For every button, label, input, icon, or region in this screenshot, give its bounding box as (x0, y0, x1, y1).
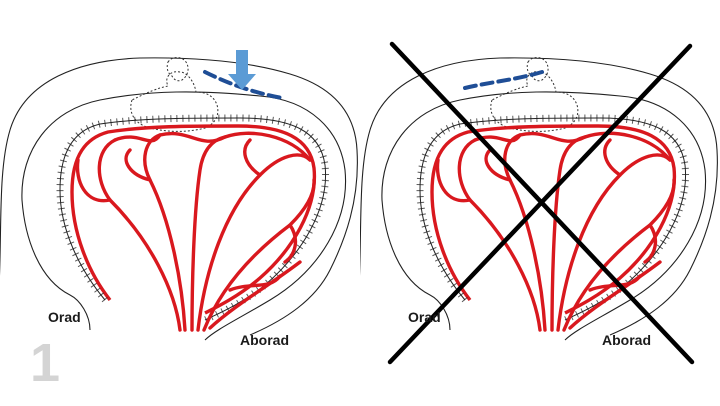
intestine-diagram-correct (0, 50, 360, 406)
figure-number: 1 (30, 333, 61, 393)
resection-line-incorrect (463, 70, 544, 90)
cross-out-icon (387, 41, 695, 365)
aborad-label: Aborad (602, 332, 651, 348)
orad-label: Orad (408, 309, 441, 325)
panel-correct: Orad Aborad 1 (0, 50, 360, 406)
down-arrow-icon (228, 50, 256, 90)
intestine-diagram-incorrect (360, 41, 720, 365)
panel-incorrect: Orad Aborad (360, 0, 720, 406)
aborad-label: Aborad (240, 332, 289, 348)
orad-label: Orad (48, 309, 81, 325)
